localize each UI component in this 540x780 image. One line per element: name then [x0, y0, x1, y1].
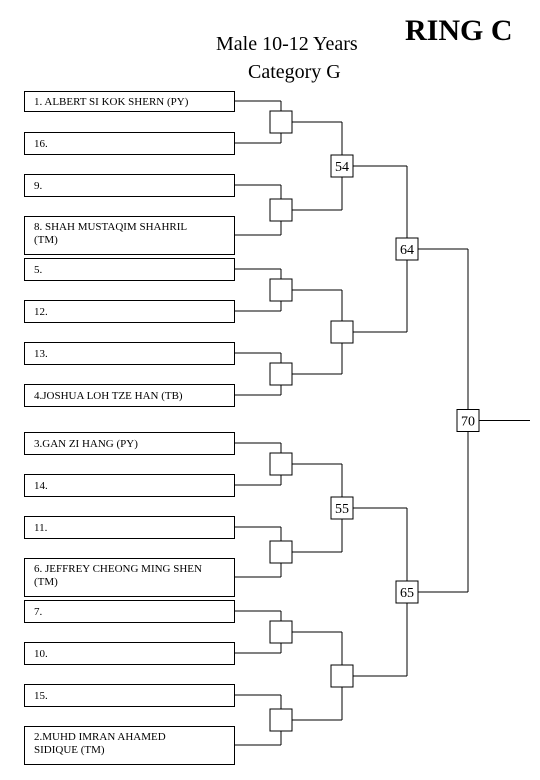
- entry-name: 3.GAN ZI HANG (PY): [34, 438, 138, 450]
- entry-name: SIDIQUE (TM): [34, 744, 105, 756]
- entry-name: (TM): [34, 234, 58, 246]
- match-number: 64: [400, 243, 414, 258]
- final-match-box: [456, 409, 480, 432]
- entry-name: 12.: [34, 306, 48, 318]
- entry-name: 9.: [34, 180, 43, 192]
- round1-match-box: [269, 452, 293, 476]
- entry-box: [24, 600, 235, 623]
- entry-name: 11.: [34, 522, 48, 534]
- entry-name: 15.: [34, 690, 48, 702]
- entry-name: 4.JOSHUA LOH TZE HAN (TB): [34, 390, 183, 402]
- match-number: 55: [335, 502, 349, 517]
- round1-match-box: [269, 278, 293, 302]
- round1-match-box: [269, 198, 293, 222]
- round1-match-box: [269, 540, 293, 564]
- round2-match-box: [330, 154, 354, 178]
- round2-match-box: [330, 320, 354, 344]
- entry-name: 13.: [34, 348, 48, 360]
- entry-name: 5.: [34, 264, 43, 276]
- round2-match-box: [330, 496, 354, 520]
- entry-name: (TM): [34, 576, 58, 588]
- round1-match-box: [269, 110, 293, 134]
- entry-box: [24, 342, 235, 365]
- entry-box: [24, 174, 235, 197]
- match-number: 65: [400, 586, 414, 601]
- entry-box: [24, 726, 235, 765]
- entry-box: [24, 216, 235, 255]
- entry-box: [24, 516, 235, 539]
- entry-name: 10.: [34, 648, 48, 660]
- round3-match-box: [395, 237, 419, 261]
- title-line-2: Category G: [248, 61, 341, 83]
- entry-name: 1. ALBERT SI KOK SHERN (PY): [34, 96, 189, 108]
- entry-name: 7.: [34, 606, 43, 618]
- entry-name: 2.MUHD IMRAN AHAMED: [34, 731, 166, 743]
- round3-match-box: [395, 580, 419, 604]
- entry-box: [24, 258, 235, 281]
- entry-box: [24, 684, 235, 707]
- round1-match-box: [269, 362, 293, 386]
- entry-box: [24, 132, 235, 155]
- entry-name: 6. JEFFREY CHEONG MING SHEN: [34, 563, 202, 575]
- round1-match-box: [269, 708, 293, 732]
- entry-box: [24, 300, 235, 323]
- entry-name: 16.: [34, 138, 48, 150]
- title-line-1: Male 10-12 Years: [216, 33, 358, 55]
- match-number: 70: [461, 415, 475, 430]
- entry-name: 8. SHAH MUSTAQIM SHAHRIL: [34, 221, 187, 233]
- entry-box: [24, 642, 235, 665]
- ring-label: RING C: [405, 14, 513, 47]
- match-number: 54: [335, 160, 349, 175]
- round1-match-box: [269, 620, 293, 644]
- entry-box: [24, 474, 235, 497]
- round2-match-box: [330, 664, 354, 688]
- entry-name: 14.: [34, 480, 48, 492]
